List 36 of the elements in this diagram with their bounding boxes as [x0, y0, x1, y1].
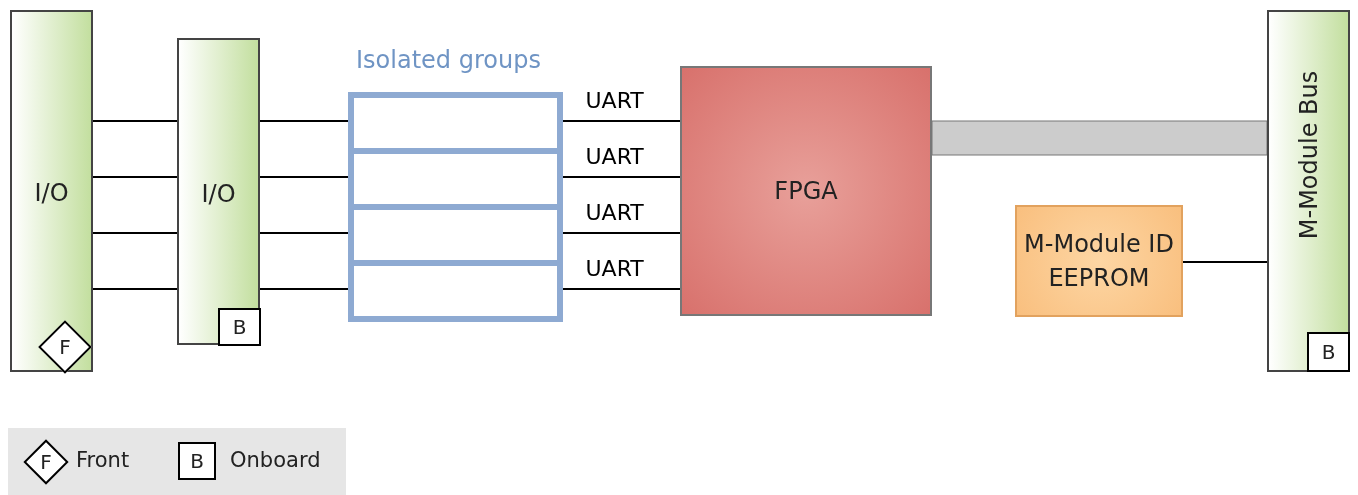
signal-line — [259, 288, 349, 290]
onboard-marker — [1307, 332, 1350, 372]
marker-letter: B — [232, 315, 247, 339]
fpga-block — [680, 66, 932, 316]
marker-letter: F — [59, 335, 71, 359]
bus-block — [1267, 10, 1350, 372]
signal-line — [92, 232, 178, 234]
signal-line — [259, 176, 349, 178]
io-block — [177, 38, 260, 345]
signal-line — [1182, 261, 1268, 263]
signal-line — [562, 288, 681, 290]
block-label: M-Module Bus — [1294, 70, 1323, 240]
bus-band — [932, 121, 1267, 155]
signal-line — [562, 232, 681, 234]
group-heading: Isolated groups — [356, 46, 541, 74]
isolated-group — [348, 46, 563, 322]
signal-line — [92, 120, 178, 122]
block-label: I/O — [34, 179, 69, 207]
signal-line — [92, 176, 178, 178]
signal-line — [562, 176, 681, 178]
eeprom-block — [1015, 205, 1183, 317]
legend-text: Front — [76, 448, 130, 472]
io-block — [10, 10, 93, 372]
signal-line — [92, 288, 178, 290]
marker-letter: F — [40, 450, 52, 474]
block-label: I/O — [201, 179, 236, 208]
signal-line — [562, 120, 681, 122]
onboard-marker — [218, 308, 261, 346]
legend-text: Onboard — [230, 448, 321, 472]
marker-letter: B — [190, 449, 204, 473]
marker-letter: B — [1321, 340, 1336, 364]
signal-line — [259, 232, 349, 234]
block-label: FPGA — [774, 177, 838, 205]
onboard-marker — [178, 442, 216, 480]
block-label: M-Module ID EEPROM — [1023, 229, 1175, 294]
signal-line — [259, 120, 349, 122]
